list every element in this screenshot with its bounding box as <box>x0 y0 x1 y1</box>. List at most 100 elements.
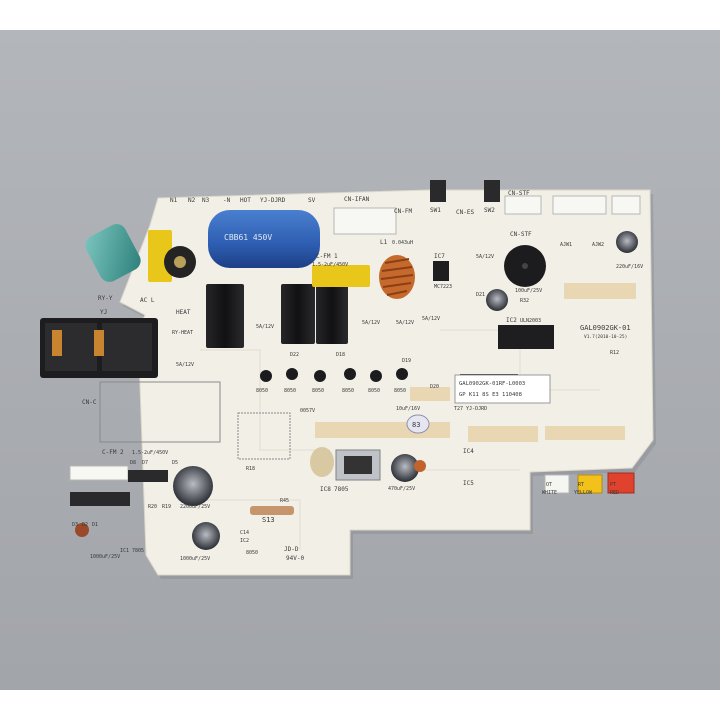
label-ic7-part: MC7223 <box>434 284 452 290</box>
label-pt: PT <box>610 482 616 488</box>
label-relay-5a-2: 5A/12V <box>256 324 274 330</box>
power-relay-block <box>40 318 158 378</box>
pcb-photo: CBB61 450V <box>0 30 720 690</box>
label-l1-val: 0.043uH <box>392 240 413 246</box>
label-cap-470u: 470uF/25V <box>388 486 415 492</box>
label-q-8050: 8050 <box>246 550 258 556</box>
pcb-board-drawing: CBB61 450V <box>40 180 656 579</box>
board-jd-label: JD-D <box>284 546 299 553</box>
small-ceramic-cap <box>75 523 89 537</box>
mcu-sticker <box>454 374 551 404</box>
label-d18: D18 <box>336 352 345 358</box>
label-d5: D5 <box>172 460 178 466</box>
board-traces <box>99 329 600 550</box>
label-d21: D21 <box>476 292 485 298</box>
label-r45: R45 <box>280 498 289 504</box>
electrolytic-caps <box>173 231 638 550</box>
label-k3-val: 5A/12V <box>476 254 494 260</box>
label-r18: R18 <box>246 466 255 472</box>
label-relay-5a-4: 5A/12V <box>396 320 414 326</box>
label-d20: D20 <box>430 384 439 390</box>
label-d2: D2 <box>82 522 88 528</box>
label-cap-10u: 10uF/16V <box>396 406 420 412</box>
label-rt: RT <box>578 482 584 488</box>
label-cn-c: CN-C <box>82 399 97 406</box>
label-ry-y: RY-Y <box>98 295 113 302</box>
label-relay-5a-1: 5A/12V <box>176 362 194 368</box>
svg-text:CBB61 450V: CBB61 450V <box>224 233 272 242</box>
label-sv: SV <box>308 197 316 204</box>
label-cap-2200u: 2200uF/25V <box>180 504 210 510</box>
label-ot: OT <box>546 482 552 488</box>
label-cap-100u: 100uF/25V <box>515 288 542 294</box>
label-l1: L1 <box>380 239 388 246</box>
label-c-fm1: C-FM 1 <box>316 253 338 260</box>
label-ic4: IC4 <box>463 448 474 455</box>
label-cn-n: -N <box>223 197 231 204</box>
board-model-label: GAL0902GK-01 <box>580 324 631 332</box>
label-ic2-part: ULN2003 <box>520 318 541 324</box>
board-rating-label: 94V-0 <box>286 555 304 562</box>
label-n1: N1 <box>170 197 178 204</box>
label-r19: R19 <box>162 504 171 510</box>
label-hot: HOT <box>240 197 251 204</box>
label-q8050-e: 8050 <box>368 388 380 394</box>
board-s13-label: S13 <box>262 516 275 524</box>
sticker-line-2: GP K11 8S E3 110408 <box>459 392 522 398</box>
transistor-row <box>260 368 408 382</box>
diodes <box>70 470 168 506</box>
label-ic7: IC7 <box>434 253 445 260</box>
sticker-83-badge <box>406 414 430 434</box>
label-pt-red: RED <box>610 490 619 496</box>
label-d19: D19 <box>402 358 411 364</box>
label-sw1: SW1 <box>430 207 441 214</box>
label-cap-1000u-b: 1000uF/25V <box>180 556 210 562</box>
green-capacitor <box>85 224 141 282</box>
label-c-fm2-val: 1.5-2uF/450V <box>132 450 168 456</box>
label-cn-ifan: CN-IFAN <box>344 196 370 203</box>
label-c14: C14 <box>240 530 249 536</box>
fan-capacitor: CBB61 450V <box>208 210 320 268</box>
label-cn-stf2: CN-STF <box>510 231 532 238</box>
label-ic8-part: 7805 <box>334 486 349 493</box>
label-cn-fm: CN-FM <box>394 208 412 215</box>
label-n2: N2 <box>188 197 196 204</box>
label-yj-djrd: YJ-DJRD <box>260 197 286 204</box>
label-q8050-a: 8050 <box>256 388 268 394</box>
label-cap-220u: 220uF/16V <box>616 264 643 270</box>
sticker-83: 83 <box>412 421 420 429</box>
voltage-regulator-ic8 <box>310 447 381 481</box>
relay-1 <box>206 284 244 348</box>
label-ic2b: IC2 <box>240 538 249 544</box>
label-sw2: SW2 <box>484 207 495 214</box>
inductors <box>164 246 415 299</box>
label-d3: D3 <box>72 522 78 528</box>
label-q8050-b: 8050 <box>284 388 296 394</box>
label-q8050-d: 8050 <box>342 388 354 394</box>
connectors <box>69 195 641 494</box>
label-cn-es: CN-ES <box>456 209 474 216</box>
label-ic5: IC5 <box>463 480 474 487</box>
label-n3: N3 <box>202 197 210 204</box>
label-ic1: IC1 <box>120 548 129 554</box>
board-date-label: V1.7(2010-10-25) <box>584 334 627 340</box>
label-ajw2: AJW2 <box>592 242 604 248</box>
label-q8050-f: 8050 <box>394 388 406 394</box>
label-ac-l: AC L <box>140 297 155 304</box>
label-cn-stf: CN-STF <box>508 190 530 197</box>
label-r32: R32 <box>520 298 529 304</box>
label-d7: D7 <box>142 460 148 466</box>
label-cap-1000u-a: 1000uF/25V <box>90 554 120 560</box>
label-d8: D8 <box>130 460 136 466</box>
label-c-fm2: C-FM 2 <box>102 449 124 456</box>
label-ic2: IC2 <box>506 317 517 324</box>
label-ic8: IC8 <box>320 486 331 493</box>
label-rt-yellow: YELLOW <box>574 490 593 496</box>
sticker-line-1: GAL0902GK-01RF-L0003 <box>459 381 525 387</box>
label-yj: YJ <box>100 309 107 316</box>
label-c-fm1-val: 1.5-2uF/450V <box>312 262 348 268</box>
label-r20: R20 <box>148 504 157 510</box>
relay-2 <box>281 284 315 344</box>
label-relay-5a-3: 5A/12V <box>362 320 380 326</box>
label-t27: T27 YJ-DJRD <box>454 406 487 412</box>
